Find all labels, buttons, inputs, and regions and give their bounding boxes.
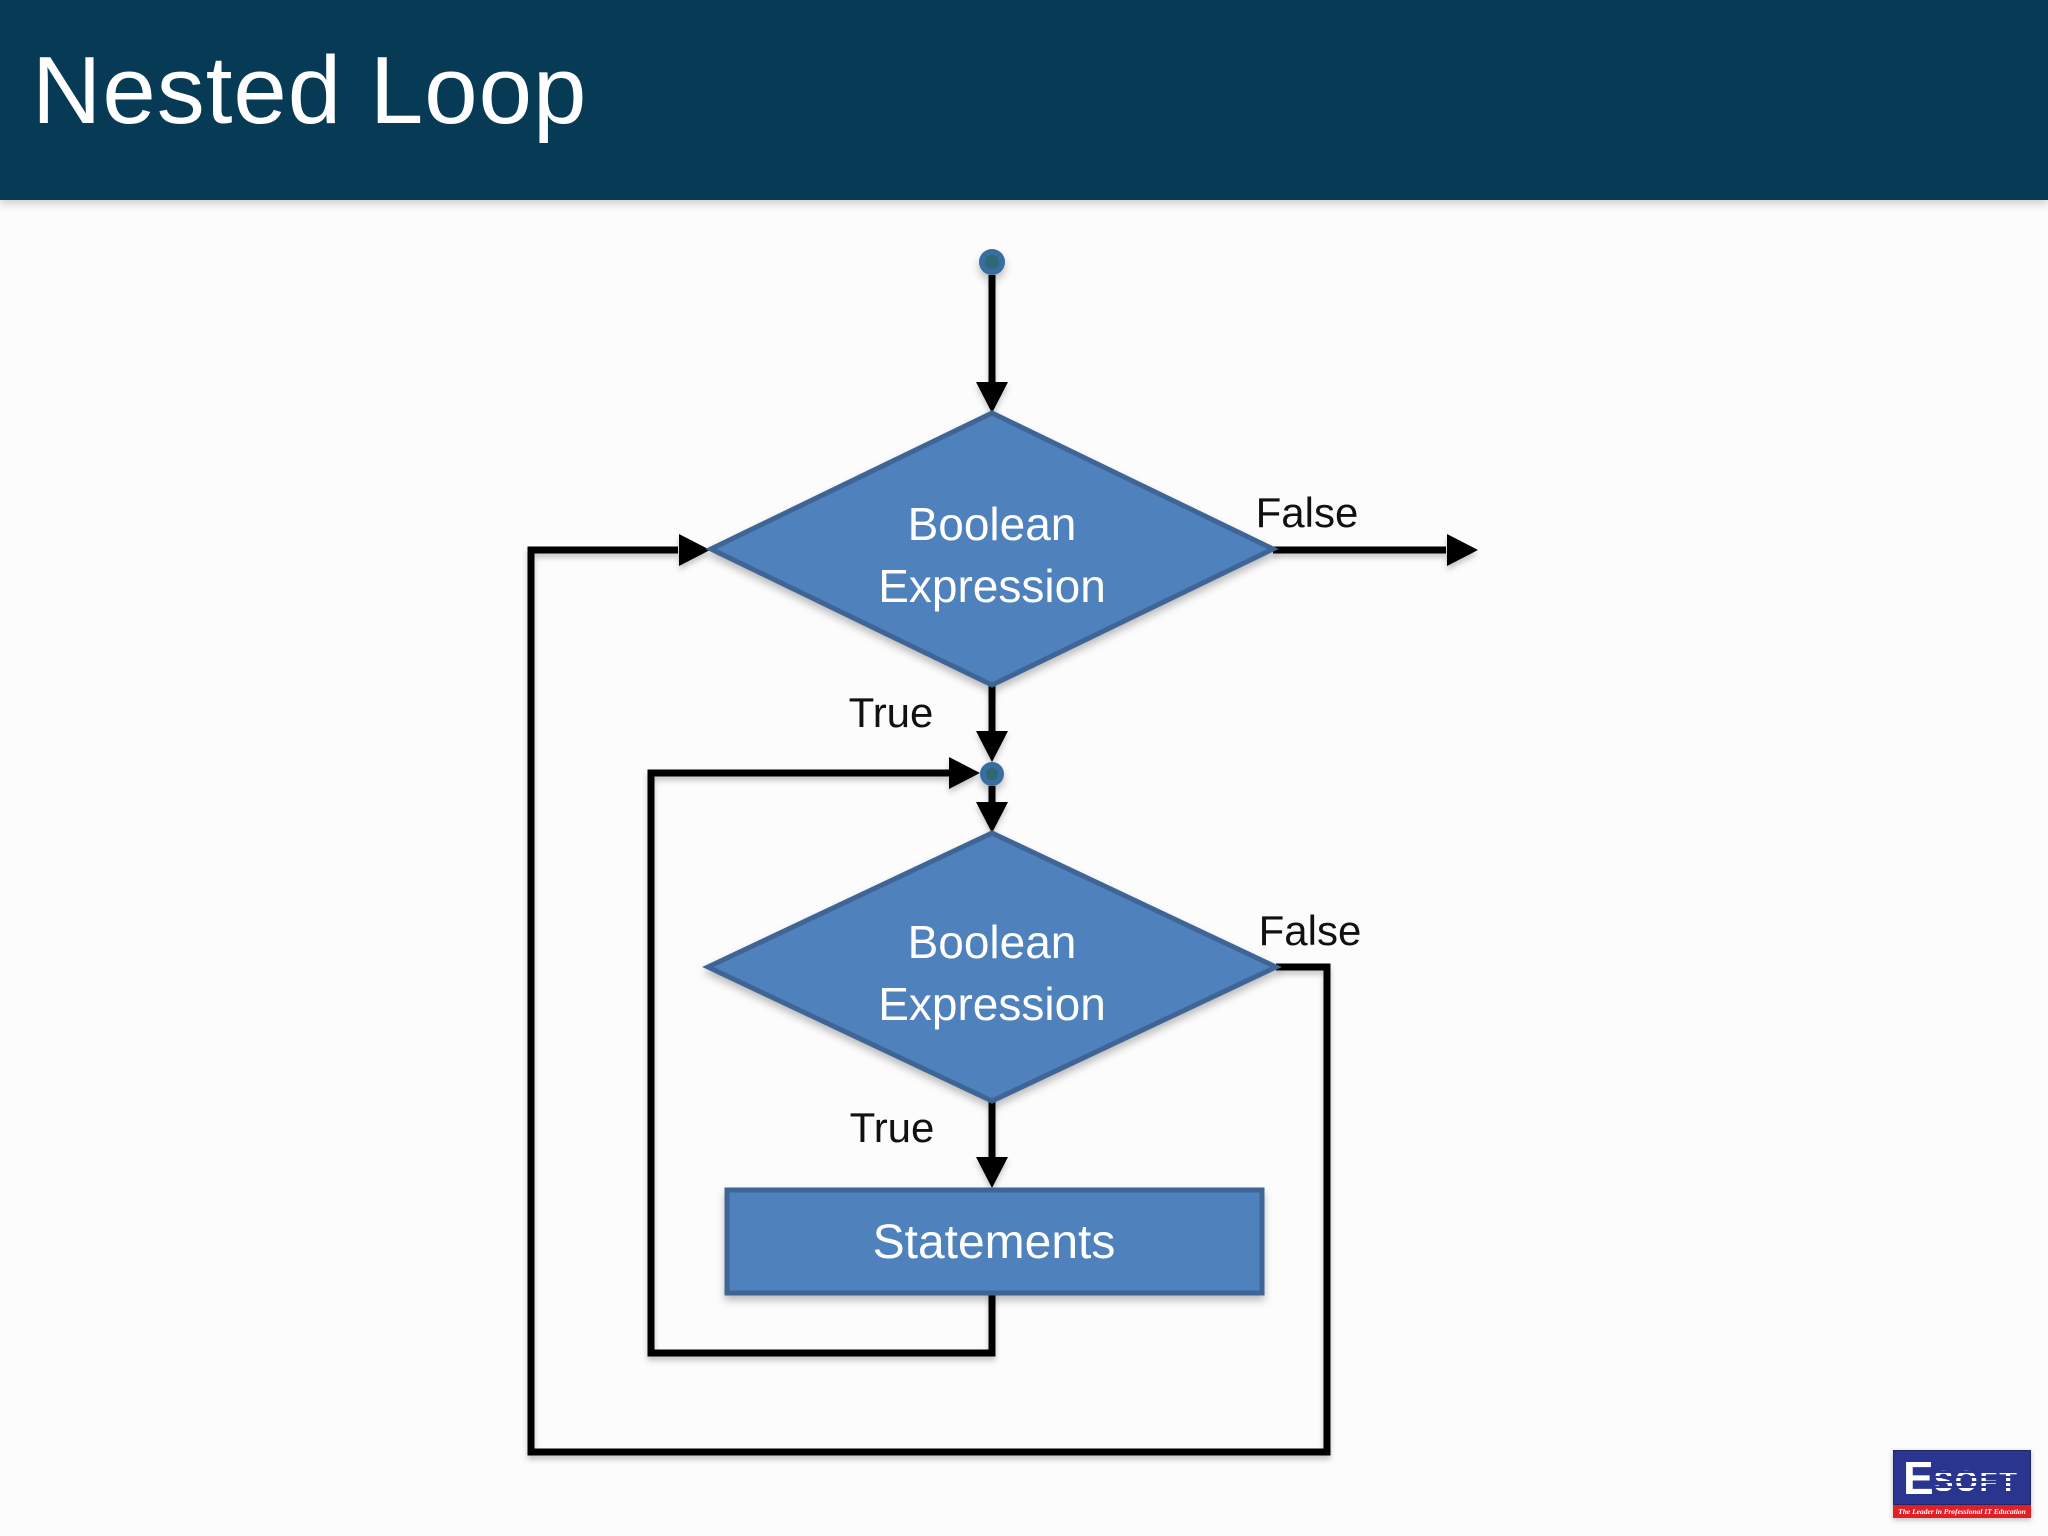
decision2-true-label: True xyxy=(850,1104,935,1151)
logo-tagline: The Leader in Professional IT Education xyxy=(1898,1506,2026,1516)
arrowhead-loop-back-outer xyxy=(679,534,710,566)
decision2-label-line2: Expression xyxy=(878,978,1106,1030)
decision1-true-label: True xyxy=(849,689,934,736)
decision1-false-label: False xyxy=(1256,489,1359,536)
page-title: Nested Loop xyxy=(32,37,588,144)
arrowhead-decision2-true xyxy=(976,1157,1008,1188)
arrowhead-junction-to-decision2 xyxy=(976,802,1008,833)
flowchart-labels: Boolean Expression False True Boolean Ex… xyxy=(849,489,1362,1269)
decision1-label-line1: Boolean xyxy=(908,498,1077,550)
header-bar: Nested Loop xyxy=(0,0,2048,200)
connector-lines xyxy=(527,275,1478,1456)
decision1-label-line2: Expression xyxy=(878,560,1106,612)
decision1-diamond xyxy=(705,410,1279,688)
decision2-false-label: False xyxy=(1259,907,1362,954)
loop-back-inner-line xyxy=(647,769,996,1357)
esoft-logo-banner: The Leader in Professional IT Education xyxy=(1893,1505,2031,1518)
arrowhead-decision1-true xyxy=(976,731,1008,762)
loop-back-outer-line xyxy=(527,546,1331,1456)
logo-letter-e: E xyxy=(1903,1451,1934,1504)
arrowhead-decision1-false xyxy=(1447,534,1478,566)
arrowhead-loop-back-inner xyxy=(949,757,980,789)
logo-letters-soft: SOFT xyxy=(1933,1466,2020,1498)
process-rect xyxy=(724,1187,1265,1296)
decision2-label-line1: Boolean xyxy=(908,916,1077,968)
start-node-dot-center xyxy=(985,255,999,269)
junction-node-dot-center xyxy=(986,768,998,780)
arrowhead-start-to-decision1 xyxy=(976,382,1008,413)
process-label: Statements xyxy=(873,1216,1116,1269)
decision2-diamond xyxy=(702,830,1282,1104)
